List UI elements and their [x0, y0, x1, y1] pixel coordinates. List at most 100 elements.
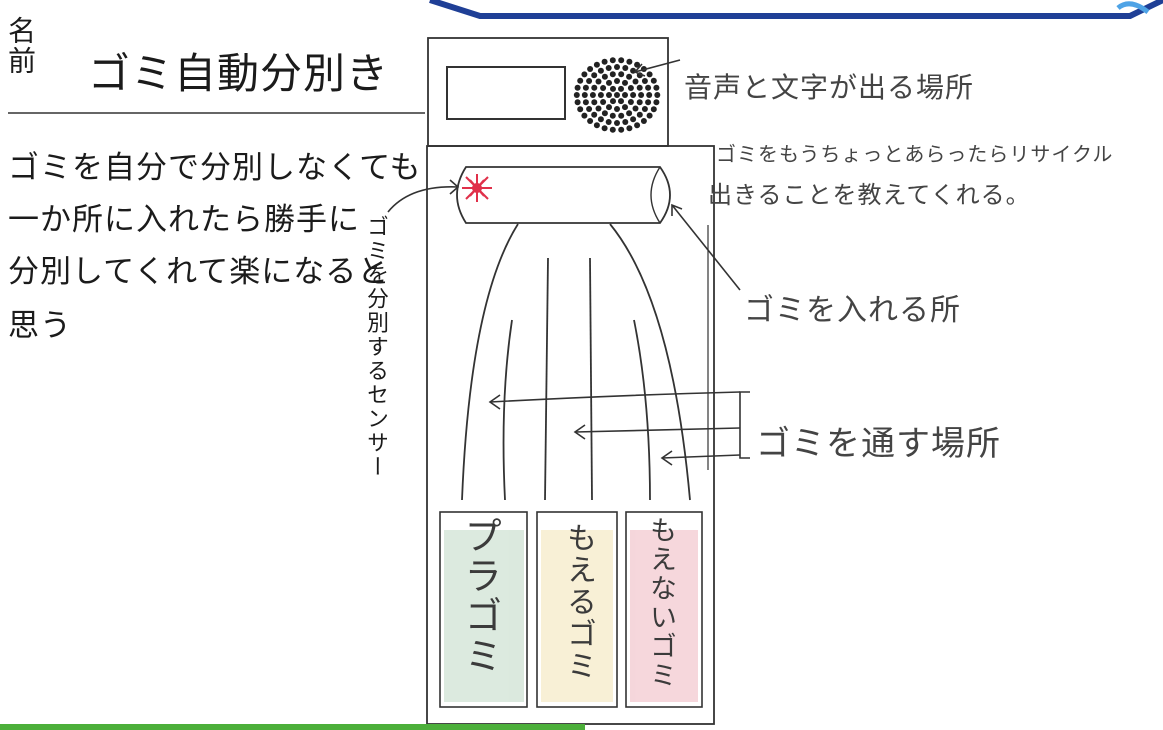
page-title: ゴミ自動分別き — [88, 49, 390, 98]
sensor-core — [472, 183, 482, 193]
leader-lines — [387, 59, 750, 466]
bin-fills — [444, 530, 698, 702]
speaker-dot — [627, 99, 634, 105]
speaker-dot — [618, 126, 625, 133]
bottom-bar — [0, 724, 585, 730]
speaker-dot — [650, 77, 657, 84]
speaker-label: 音声と文字が出る場所 — [684, 71, 975, 104]
speaker-dot — [582, 99, 589, 106]
display-housing — [427, 37, 669, 147]
speaker-dot — [618, 71, 625, 78]
speaker-dot — [610, 85, 616, 92]
speaker-dot — [591, 72, 598, 79]
speaker-dot — [634, 61, 641, 68]
speaker-dot — [622, 92, 628, 98]
speaker-dot — [597, 92, 604, 98]
speaker-dot — [573, 92, 580, 98]
speaker-dot — [627, 85, 634, 91]
speaker-dot — [630, 116, 637, 123]
speaker-dot — [614, 64, 620, 70]
speaker-dot — [609, 126, 616, 133]
speaker-dot — [600, 99, 607, 105]
speaker-dot — [610, 98, 616, 105]
speaker-dot — [600, 85, 607, 91]
chute-label: ゴミを通す場所 — [756, 424, 1001, 464]
speaker-dot — [650, 106, 657, 113]
reason-line-1: ゴミを自分で分別しなくても — [8, 150, 422, 186]
speaker-dot — [581, 112, 588, 119]
speaker-dot — [581, 71, 588, 78]
speaker-dot — [653, 84, 660, 91]
speaker-dot — [601, 73, 608, 80]
speaker-grill — [573, 57, 661, 133]
speaker-dot — [646, 92, 653, 98]
reason-line-2: 一か所に入れたら勝手に — [8, 202, 360, 238]
speaker-dot — [638, 92, 645, 98]
recycle-label-line-2: 出きることを教えてくれる。 — [708, 181, 1031, 209]
speaker-dot — [605, 119, 612, 125]
display-screen — [446, 66, 566, 120]
speaker-dot — [586, 78, 593, 84]
speaker-dot — [626, 73, 633, 80]
speaker-dot — [614, 120, 620, 126]
speaker-dot — [622, 104, 628, 111]
speaker-dot — [595, 105, 602, 112]
speaker-dot — [609, 112, 616, 119]
speaker-dot — [614, 92, 620, 98]
speaker-dot — [614, 106, 620, 112]
speaker-dot — [601, 110, 608, 117]
recycle-label-line-1: ゴミをもうちょっとあらったらリサイクル — [716, 142, 1114, 166]
speaker-dot — [591, 99, 598, 106]
chute-tubes — [461, 223, 691, 501]
speaker-dot — [636, 99, 643, 106]
inlet-label: ゴミを入れる所 — [744, 293, 961, 328]
banner-edge — [429, 0, 1163, 19]
speaker-dot — [574, 84, 581, 91]
speaker-dot — [601, 58, 608, 65]
speaker-dot — [606, 92, 612, 98]
name-label: 名前 — [4, 16, 37, 76]
speaker-dot — [605, 65, 612, 71]
sensor-label: ゴミを分別するセンサー — [363, 215, 388, 479]
speaker-dot — [587, 118, 594, 124]
speaker-dot — [622, 79, 628, 86]
speaker-dot — [593, 61, 600, 68]
speaker-dot — [595, 78, 602, 85]
speaker-dot — [606, 79, 612, 86]
speaker-dot — [653, 99, 660, 106]
speaker-dot — [581, 92, 588, 98]
speaker-dot — [632, 105, 639, 112]
speaker-dot — [622, 119, 629, 125]
speaker-dot — [645, 84, 652, 91]
speaker-dot — [622, 65, 629, 71]
bins — [439, 511, 703, 708]
speaker-dot — [577, 106, 584, 113]
speaker-dot — [640, 118, 647, 124]
speaker-dot — [589, 92, 596, 98]
speaker-dot — [587, 66, 594, 72]
speaker-dot — [641, 78, 648, 84]
speaker-dot — [626, 110, 633, 117]
inlet-cylinder — [456, 166, 671, 224]
speaker-dot — [606, 104, 612, 111]
speaker-dot — [574, 99, 581, 106]
speaker-dot — [626, 58, 633, 65]
speaker-dot — [582, 84, 589, 91]
speaker-dot — [634, 122, 641, 129]
speaker-dot — [614, 78, 620, 84]
inlet-opening — [650, 166, 661, 224]
speaker-dot — [618, 57, 625, 64]
bin-label-nonburnable: もえないゴミ — [645, 516, 676, 690]
speaker-dot — [646, 112, 653, 119]
speaker-dot — [641, 106, 648, 112]
speaker-dot — [593, 122, 600, 129]
speaker-dot — [645, 99, 652, 106]
speaker-dot — [597, 116, 604, 123]
speaker-dot — [597, 67, 604, 74]
speaker-dot — [586, 106, 593, 112]
speaker-dot — [636, 84, 643, 91]
speaker-dot — [626, 125, 633, 132]
speaker-dot — [618, 112, 625, 119]
banner-corner-mark — [1116, 1, 1150, 15]
